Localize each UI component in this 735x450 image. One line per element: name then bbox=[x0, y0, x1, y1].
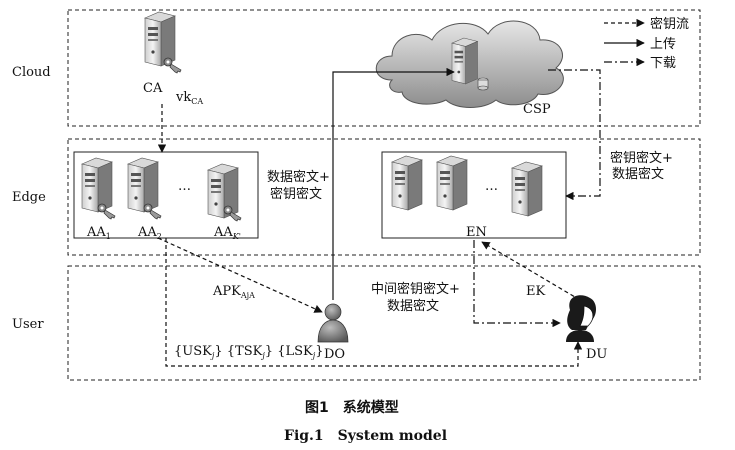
aa2-label: AA2 bbox=[137, 225, 162, 241]
csp-to-en-download bbox=[548, 69, 601, 201]
aa2-server-icon bbox=[127, 157, 162, 220]
aak-label: AAK' bbox=[213, 225, 241, 241]
csp-label: CSP bbox=[523, 102, 551, 117]
du-to-en-ek-flow bbox=[481, 241, 581, 301]
edge-layer-label: Edge bbox=[12, 190, 46, 205]
ca-label: CA bbox=[143, 81, 163, 96]
mid-key-ct-plus-label: 中间密钥密文+ bbox=[371, 281, 460, 297]
en-server-icons bbox=[391, 155, 543, 217]
aa1-server-icon bbox=[81, 157, 116, 220]
ca-server-icon bbox=[144, 11, 182, 74]
du-label: DU bbox=[586, 347, 607, 362]
edge-layer-box bbox=[67, 138, 701, 256]
legend-download-label: 下载 bbox=[650, 56, 676, 71]
en-ellipsis: … bbox=[485, 179, 498, 194]
caption-zh: 图1 系统模型 bbox=[305, 399, 399, 416]
user-layer-box bbox=[67, 265, 701, 381]
aa-ellipsis: … bbox=[178, 179, 191, 194]
apk-label: APKAjA bbox=[212, 284, 255, 300]
csp-data-ct-label: 数据密文 bbox=[612, 166, 664, 182]
user-layer-label: User bbox=[12, 317, 44, 332]
en-label: EN bbox=[466, 225, 487, 240]
do-label: DO bbox=[324, 347, 345, 362]
user-keys-label: {USKj} {TSKj} {LSKj} bbox=[174, 344, 324, 360]
key-ct-label: 密钥密文 bbox=[270, 186, 322, 202]
legend-upload-label: 上传 bbox=[650, 37, 676, 52]
aa-to-du-key-flow bbox=[165, 238, 583, 367]
do-to-csp-upload bbox=[332, 67, 455, 300]
cloud-layer-box bbox=[67, 9, 701, 127]
do-user-icon bbox=[317, 303, 349, 343]
csp-server-icon bbox=[451, 37, 489, 91]
data-ct-plus-label: 数据密文+ bbox=[267, 169, 330, 185]
vk-ca-label: vkCA bbox=[175, 90, 203, 106]
legend: 密钥流 上传 下载 bbox=[604, 16, 689, 71]
ek-label: EK bbox=[526, 284, 545, 299]
en-to-du-download bbox=[473, 240, 561, 328]
csp-key-ct-plus-label: 密钥密文+ bbox=[610, 150, 673, 166]
caption-en: Fig.1 System model bbox=[284, 428, 447, 444]
cloud-layer-label: Cloud bbox=[12, 65, 51, 80]
legend-key-flow-label: 密钥流 bbox=[650, 16, 689, 32]
aa1-label: AA1 bbox=[86, 225, 111, 241]
aak-server-icon bbox=[207, 163, 242, 222]
mid-data-ct-label: 数据密文 bbox=[387, 298, 439, 314]
du-user-icon bbox=[566, 295, 596, 342]
aa-to-do-key-flow bbox=[157, 237, 323, 313]
